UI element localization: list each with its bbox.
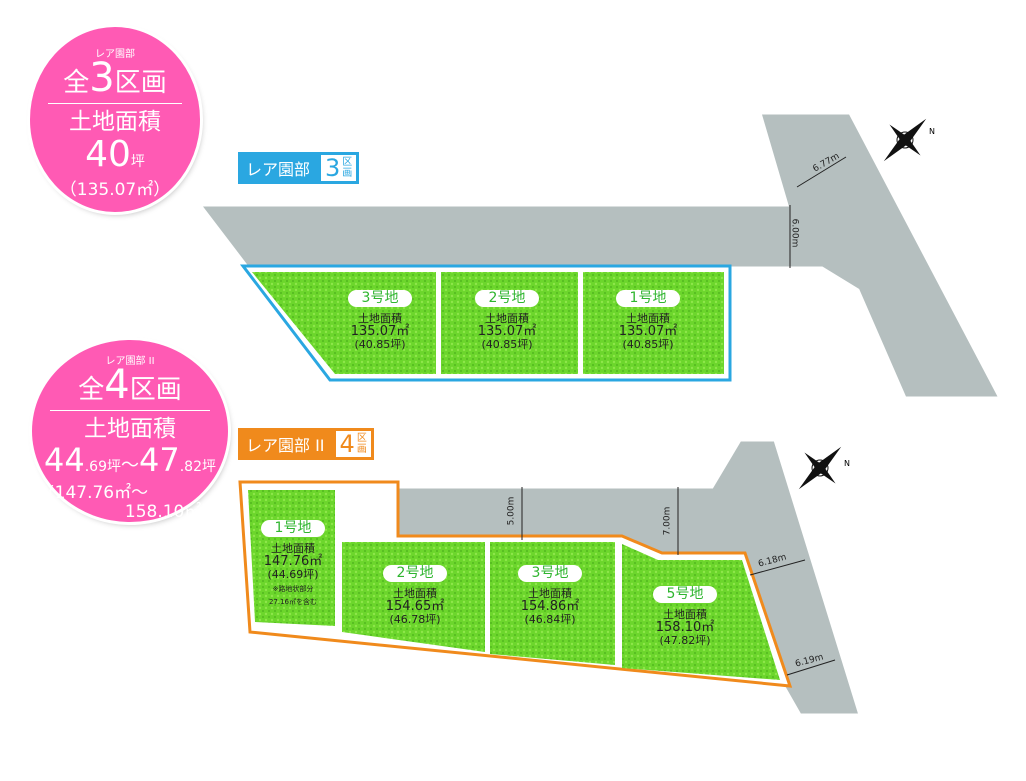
- count-prefix: 全: [63, 68, 90, 98]
- tsubo-unit: 坪: [201, 459, 216, 475]
- lot-count: 全4区画: [32, 365, 228, 408]
- count-suffix: 区画: [114, 68, 167, 98]
- tsubo-max-dec: .82: [179, 459, 202, 475]
- svg-text:N: N: [929, 127, 935, 136]
- count: 3: [325, 154, 341, 182]
- lot-2-bottom: [342, 542, 485, 652]
- lot-label: 土地面積: [393, 587, 437, 600]
- lot-sqm: 154.86㎡: [520, 599, 580, 614]
- lot-sqm: 135.07㎡: [477, 324, 537, 339]
- lot-note: ※路地状部分: [272, 585, 314, 593]
- tsubo-range: 44.69坪～47.82坪: [32, 443, 228, 484]
- banner-label: レア園部: [246, 160, 311, 179]
- compass-icon: N: [798, 446, 850, 490]
- unit-top: 区: [342, 157, 353, 168]
- tilde: ～: [121, 455, 139, 476]
- lot-sqm: 158.10㎡: [655, 620, 715, 635]
- tsubo: 40坪: [30, 136, 200, 181]
- lot-name: 5号地: [652, 586, 718, 603]
- lot-2-top: [441, 272, 578, 374]
- unit-top: 区: [356, 433, 367, 444]
- count: 4: [104, 362, 130, 408]
- divider: [48, 103, 182, 104]
- count-suffix: 区画: [129, 375, 182, 405]
- circle-subtitle: レア園部: [95, 49, 135, 60]
- lot-note: 27.16㎡を含む: [268, 598, 318, 606]
- tsubo-unit: 坪: [107, 459, 121, 475]
- lot-name: 2号地: [382, 565, 448, 582]
- banner-label: レア園部 II: [246, 436, 325, 455]
- lot-count: 全3区画: [30, 58, 200, 101]
- dim-line: [786, 659, 836, 676]
- lot-sqm: 135.07㎡: [618, 324, 678, 339]
- count: 4: [339, 430, 355, 458]
- count-prefix: 全: [78, 375, 105, 405]
- lot-name: 3号地: [347, 290, 413, 307]
- unit-bottom: 画: [342, 168, 353, 179]
- lot-5-bottom: [622, 544, 780, 680]
- sqm-max: 158.10㎡): [124, 502, 208, 522]
- lot-sqm: 154.65㎡: [385, 599, 445, 614]
- lot-tsubo: (40.85坪): [354, 338, 406, 351]
- lot-tsubo: (46.78坪): [389, 613, 441, 626]
- summary-circle-1: レア園部 全3区画 土地面積 40坪 （135.07㎡）: [30, 27, 200, 212]
- unit-bottom: 画: [356, 444, 367, 455]
- lot-tsubo: (40.85坪): [622, 338, 674, 351]
- tsubo-min-dec: .69: [84, 459, 107, 475]
- road-width-label: 7.00m: [662, 506, 673, 536]
- road-width-label: 6.00m: [789, 218, 800, 248]
- lot-tsubo: (47.82坪): [659, 634, 711, 647]
- summary-circle-2: レア園部 II 全4区画 土地面積 44.69坪～47.82坪 (147.76㎡…: [32, 340, 228, 522]
- lot-1-top: [583, 272, 724, 374]
- lot-label: 土地面積: [663, 608, 707, 621]
- count: 3: [89, 55, 115, 101]
- compass-icon: N: [883, 118, 935, 162]
- lot-tsubo: (40.85坪): [481, 338, 533, 351]
- area-label: 土地面積: [84, 416, 176, 442]
- sqm-min: (147.76㎡～: [48, 483, 149, 503]
- tsubo-unit: 坪: [130, 154, 145, 170]
- sqm: （135.07㎡）: [59, 180, 171, 200]
- dim-line: [796, 156, 847, 188]
- lot-name: 2号地: [474, 290, 540, 307]
- road-width-label: 5.00m: [506, 496, 517, 526]
- lot-name: 3号地: [517, 565, 583, 582]
- lot-sqm: 147.76㎡: [263, 554, 323, 569]
- dim-line: [749, 559, 806, 576]
- lot-name: 1号地: [615, 290, 681, 307]
- lot-label: 土地面積: [528, 587, 572, 600]
- lot-tsubo: (46.84坪): [524, 613, 576, 626]
- tsubo-value: 40: [85, 134, 131, 175]
- lot-label: 土地面積: [271, 542, 315, 555]
- lot-sqm: 135.07㎡: [350, 324, 410, 339]
- lot-tsubo: (44.69坪): [267, 568, 319, 581]
- circle-subtitle: レア園部 II: [105, 356, 155, 367]
- divider: [50, 410, 210, 411]
- lot-label: 土地面積: [485, 312, 529, 325]
- lot-label: 土地面積: [626, 312, 670, 325]
- tsubo-max: 47: [139, 441, 180, 479]
- compass-label: N: [844, 459, 850, 468]
- lot-label: 土地面積: [358, 312, 402, 325]
- lot-name: 1号地: [260, 520, 326, 537]
- area-label: 土地面積: [69, 109, 161, 135]
- tsubo-min: 44: [44, 441, 85, 479]
